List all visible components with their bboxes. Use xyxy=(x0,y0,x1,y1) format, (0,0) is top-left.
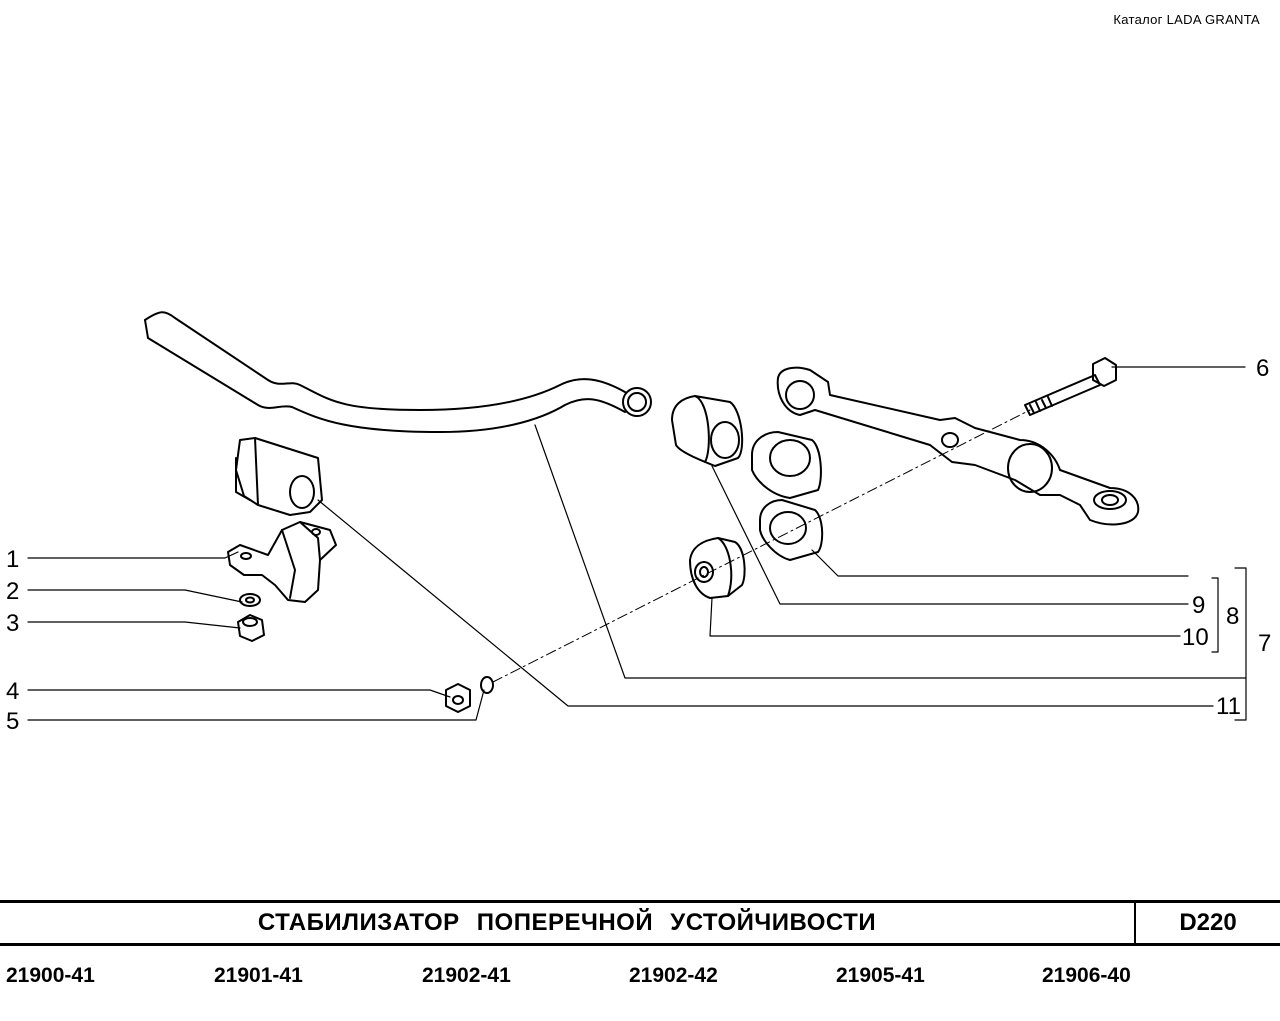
model-code: 21902-42 xyxy=(629,964,718,987)
washer-5 xyxy=(480,676,494,694)
page-code: D220 xyxy=(1179,909,1237,936)
spacer-sleeve-lower xyxy=(759,499,824,561)
callout-10: 10 xyxy=(1182,624,1209,651)
bush-9 xyxy=(671,395,744,467)
callout-labels: 1 2 3 4 5 6 7 8 9 10 11 xyxy=(6,355,1271,735)
callout-5: 5 xyxy=(6,708,19,735)
washer-2 xyxy=(239,593,261,607)
catalog-header: Каталог LADA GRANTA xyxy=(1113,12,1260,27)
callout-6: 6 xyxy=(1256,355,1269,382)
model-code: 21905-41 xyxy=(836,964,925,987)
callout-8: 8 xyxy=(1226,603,1239,630)
bush-10 xyxy=(689,537,746,599)
stabilizer-bushing xyxy=(235,437,323,516)
model-list: 21900-41 21901-41 21902-41 21902-42 2190… xyxy=(0,964,1280,994)
bolt-6 xyxy=(1024,357,1117,416)
bushing-bracket xyxy=(227,521,337,603)
nut-4 xyxy=(445,683,471,713)
callout-11: 11 xyxy=(1216,693,1241,720)
model-code: 21902-41 xyxy=(422,964,511,987)
nut-3 xyxy=(237,614,265,642)
title-bar: СТАБИЛИЗАТОР ПОПЕРЕЧНОЙ УСТОЙЧИВОСТИ D22… xyxy=(0,900,1280,946)
model-code: 21901-41 xyxy=(214,964,303,987)
page-title: СТАБИЛИЗАТОР ПОПЕРЕЧНОЙ УСТОЙЧИВОСТИ xyxy=(0,903,1136,943)
callout-9: 9 xyxy=(1192,592,1205,619)
suspension-arm xyxy=(776,366,1140,526)
callout-3: 3 xyxy=(6,610,19,637)
callout-2: 2 xyxy=(6,578,19,605)
assembly-axis-line xyxy=(492,409,1031,683)
model-code: 21900-41 xyxy=(6,964,95,987)
callout-1: 1 xyxy=(6,546,19,573)
spacer-sleeve-upper xyxy=(751,431,822,499)
model-code: 21906-40 xyxy=(1042,964,1131,987)
callout-7: 7 xyxy=(1258,630,1271,657)
callout-4: 4 xyxy=(6,678,19,705)
leader-lines xyxy=(27,366,1247,721)
stabilizer-bar xyxy=(144,311,652,433)
